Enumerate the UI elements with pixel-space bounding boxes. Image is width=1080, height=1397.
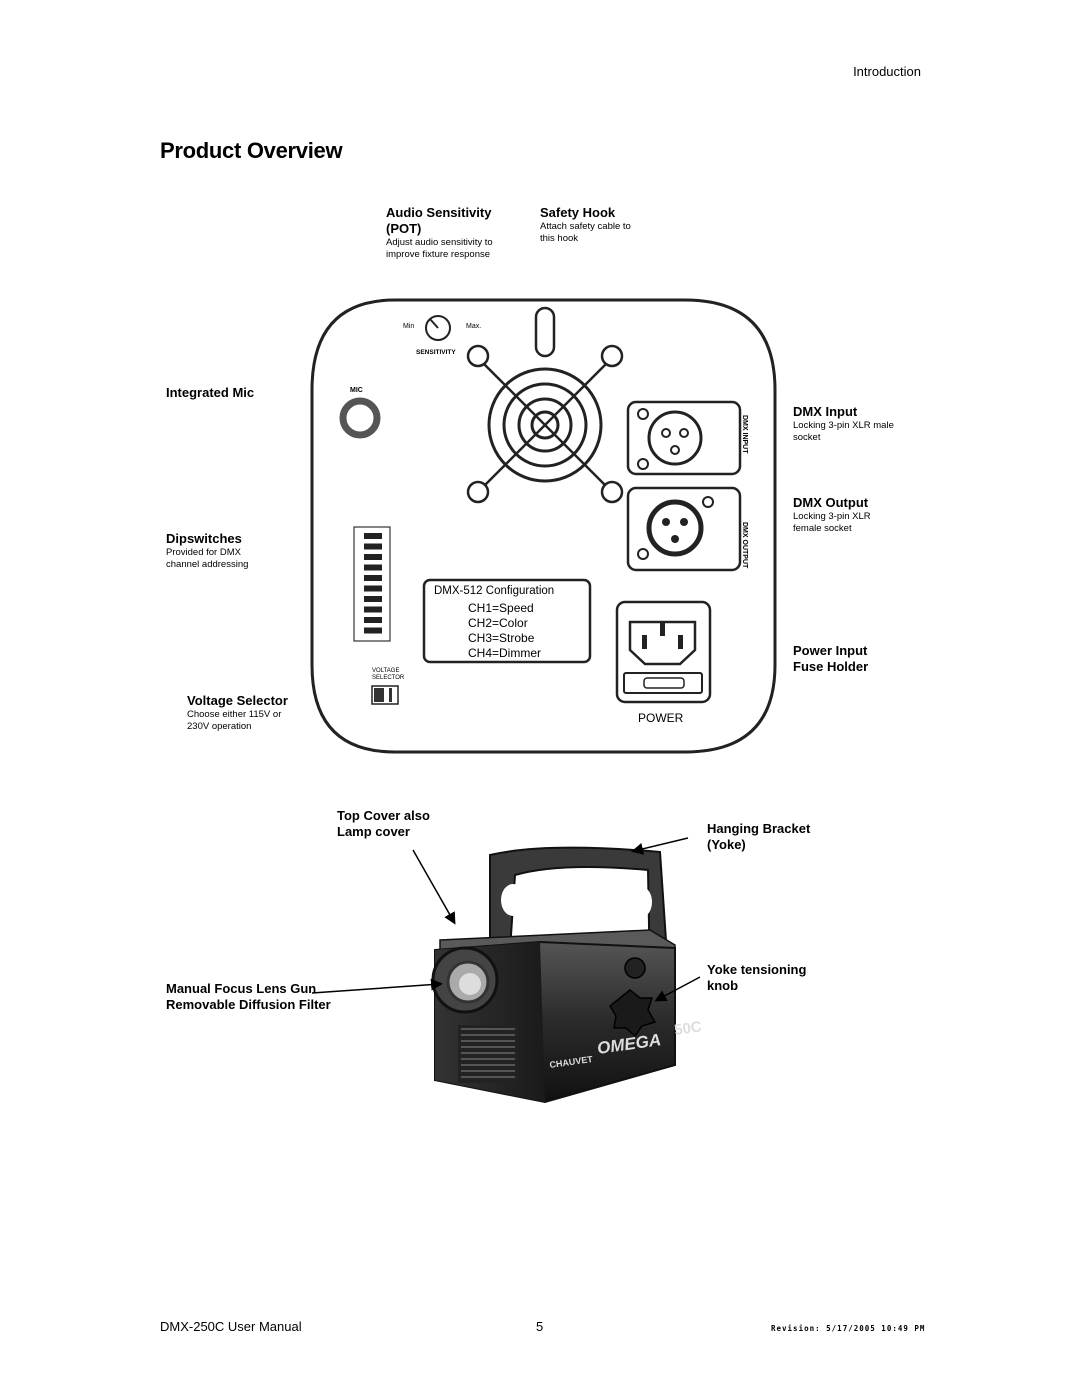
dipswitch — [364, 554, 382, 560]
callout-hanging-bracket: Hanging Bracket (Yoke) — [707, 821, 810, 853]
callout-title: Safety Hook — [540, 205, 616, 220]
dipswitch — [364, 606, 382, 613]
callout-title: Fuse Holder — [793, 659, 869, 674]
fixture-photo: CHAUVET OMEGA 50C — [431, 846, 703, 1104]
dipswitch — [364, 585, 382, 592]
config-line: CH1=Speed — [468, 601, 534, 615]
top-cover-arrow — [412, 849, 456, 925]
callout-title: Manual Focus Lens Gun — [166, 981, 317, 996]
callout-title: knob — [707, 978, 739, 993]
dmx-input-connector-icon — [626, 400, 742, 476]
knob-pointer — [429, 318, 439, 329]
footer-page-number: 5 — [536, 1319, 544, 1334]
dipswitch-bank — [353, 526, 391, 642]
callout-top-cover: Top Cover also Lamp cover — [337, 808, 430, 840]
callout-voltage-selector: Voltage Selector Choose either 115V or 2… — [187, 693, 288, 733]
max-label: Max. — [466, 323, 481, 330]
callout-yoke-knob: Yoke tensioning knob — [707, 962, 806, 994]
lens-glass — [459, 973, 481, 995]
section-header: Introduction — [853, 64, 921, 79]
callout-title: (Yoke) — [707, 837, 746, 852]
callout-desc: Locking 3-pin XLR male — [793, 420, 894, 431]
voltage-switch-knob — [374, 688, 384, 702]
dipswitch — [364, 543, 382, 550]
callout-title: Top Cover also — [337, 808, 430, 823]
dmx-input-label: DMX INPUT — [741, 415, 748, 454]
callout-integrated-mic: Integrated Mic — [166, 385, 254, 401]
callout-desc: 230V operation — [187, 721, 252, 732]
yoke-hole — [501, 884, 525, 916]
lens-arrow — [311, 978, 443, 994]
bracket-arrow — [631, 837, 689, 855]
front-vent — [458, 1025, 518, 1083]
dipswitch — [364, 596, 382, 602]
callout-title: DMX Input — [793, 404, 858, 419]
callout-desc: Attach safety cable to — [540, 221, 631, 232]
callout-desc: Choose either 115V or — [187, 709, 282, 720]
sensitivity-label: SENSITIVITY — [416, 349, 456, 356]
dipswitch — [364, 575, 382, 581]
config-title: DMX-512 Configuration — [434, 585, 554, 597]
dipswitch — [364, 533, 382, 539]
callout-title: DMX Output — [793, 495, 869, 510]
callout-desc: socket — [793, 432, 821, 443]
yoke-hole — [632, 887, 652, 917]
callout-dipswitches: Dipswitches Provided for DMX channel add… — [166, 531, 248, 571]
callout-title: Integrated Mic — [166, 385, 255, 400]
yoke-pivot — [624, 957, 646, 979]
page-title: Product Overview — [160, 138, 343, 163]
dipswitch — [364, 627, 382, 634]
model-suffix-text: 50C — [673, 1018, 703, 1039]
mic-icon — [339, 397, 381, 439]
safety-hook-slot — [534, 306, 556, 358]
callout-desc: improve fixture response — [386, 249, 491, 260]
callout-dmx-input: DMX Input Locking 3-pin XLR male socket — [793, 404, 894, 444]
callout-title: Hanging Bracket — [707, 821, 811, 836]
callout-audio-sensitivity: Audio Sensitivity (POT) Adjust audio sen… — [386, 205, 493, 261]
callout-desc: Locking 3-pin XLR — [793, 511, 871, 522]
dmx-output-connector-icon — [626, 486, 742, 572]
callout-lens-gun: Manual Focus Lens Gun Removable Diffusio… — [166, 981, 331, 1013]
callout-title: Voltage Selector — [187, 693, 288, 708]
fan-grill-icon — [466, 344, 624, 504]
config-line: CH2=Color — [468, 616, 528, 630]
callout-title: Lamp cover — [337, 824, 410, 839]
voltage-label: SELECTOR — [372, 675, 405, 681]
callout-title: Removable Diffusion Filter — [166, 997, 331, 1012]
config-line: CH3=Strobe — [468, 631, 535, 645]
callout-title: (POT) — [386, 221, 422, 236]
callout-desc: female socket — [793, 523, 852, 534]
voltage-label: VOLTAGE — [372, 668, 399, 674]
rear-panel-diagram: Min Max. SENSITIVITY MIC DMX INPUT — [310, 298, 777, 754]
callout-title: Audio Sensitivity — [386, 205, 492, 220]
callout-desc: Adjust audio sensitivity to — [386, 237, 493, 248]
mic-label: MIC — [350, 387, 363, 394]
dmx-output-label: DMX OUTPUT — [741, 522, 748, 569]
footer-manual: DMX-250C User Manual — [160, 1319, 302, 1334]
dipswitch — [364, 617, 382, 623]
callout-safety-hook: Safety Hook Attach safety cable to this … — [540, 205, 631, 245]
callout-title: Dipswitches — [166, 531, 242, 546]
callout-desc: this hook — [540, 233, 579, 244]
config-line: CH4=Dimmer — [468, 646, 541, 660]
config-box — [422, 578, 592, 664]
power-inlet-icon — [615, 600, 712, 704]
callout-power-input: Power Input Fuse Holder — [793, 643, 868, 675]
knob-arrow — [654, 976, 701, 1002]
voltage-switch-rail — [389, 688, 392, 702]
yoke-knob-icon — [609, 989, 657, 1038]
dipswitch — [364, 564, 382, 571]
min-label: Min — [403, 323, 414, 330]
power-label: POWER — [638, 711, 684, 725]
callout-title: Power Input — [793, 643, 868, 658]
callout-desc: channel addressing — [166, 559, 249, 570]
callout-desc: Provided for DMX — [166, 547, 241, 558]
footer-revision: Revision: 5/17/2005 10:49 PM — [771, 1324, 926, 1333]
callout-title: Yoke tensioning — [707, 962, 807, 977]
callout-dmx-output: DMX Output Locking 3-pin XLR female sock… — [793, 495, 871, 535]
